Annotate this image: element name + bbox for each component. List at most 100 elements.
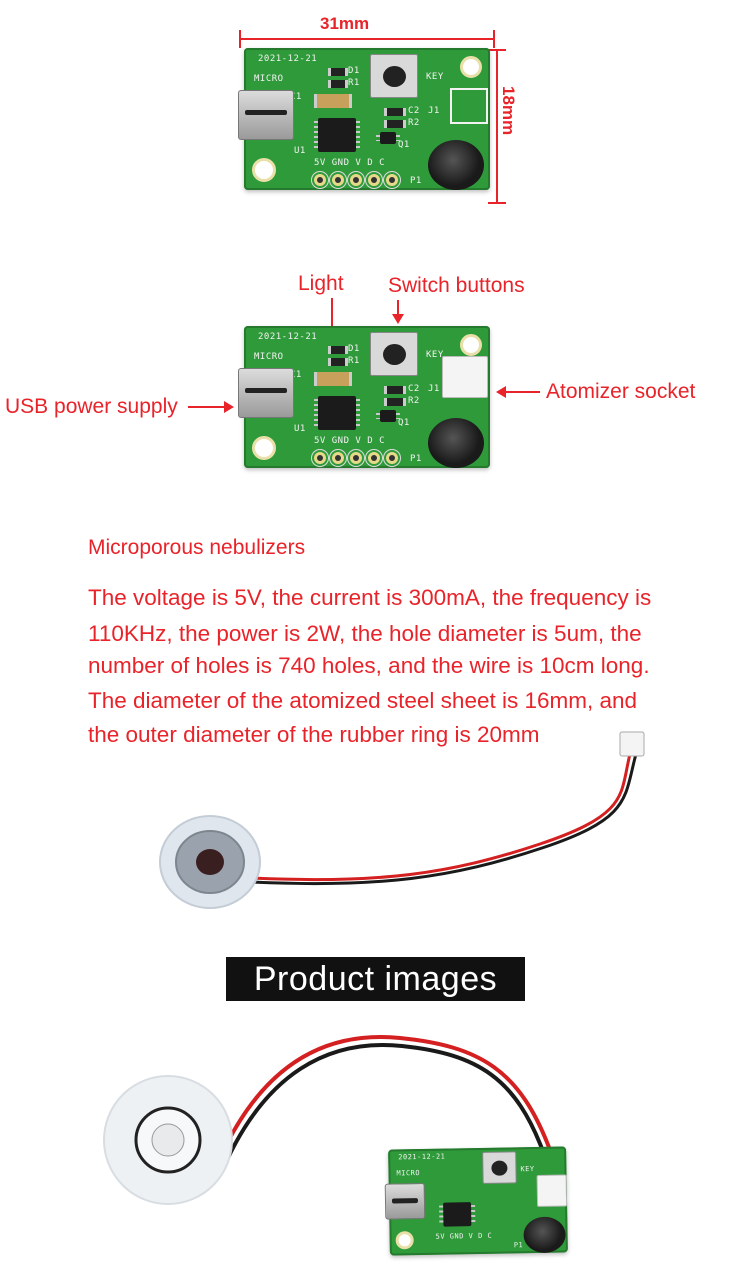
header-pad [312, 172, 328, 188]
board-micro-label: MICRO [396, 1169, 421, 1178]
board-pins-label: 5V GND V D C [314, 436, 386, 446]
dimension-width-label: 31mm [320, 14, 370, 33]
label-light: Light [298, 272, 344, 295]
product-photo-illustration [103, 1035, 552, 1205]
description-line: number of holes is 740 holes, and the wi… [88, 653, 650, 678]
board-c2-label: C2 [408, 106, 420, 116]
board-r1-label: R1 [348, 78, 360, 88]
description-line: the outer diameter of the rubber ring is… [88, 722, 540, 747]
led-component [328, 346, 348, 354]
label-atomizer-socket: Atomizer socket [546, 380, 696, 403]
label-usb-power-supply: USB power supply [5, 395, 178, 418]
board-p1-label: P1 [513, 1241, 524, 1250]
capacitor-component [384, 108, 406, 116]
atomizer-center [151, 1123, 185, 1157]
mounting-hole [252, 158, 276, 182]
board-r1-label: R1 [348, 356, 360, 366]
board-r2-label: R2 [408, 118, 420, 128]
board-q1-label: Q1 [398, 418, 410, 428]
board-key-label: KEY [426, 72, 444, 82]
atomizer-socket-outline [450, 88, 488, 124]
capacitor-component [314, 372, 352, 386]
header-pad [348, 450, 364, 466]
board-p1-label: P1 [410, 454, 422, 464]
board-pins-label: 5V GND V D C [435, 1231, 493, 1241]
board-micro-label: MICRO [254, 74, 284, 84]
header-pad [366, 172, 382, 188]
mounting-hole [460, 334, 482, 356]
ic-chip [443, 1202, 472, 1227]
capacitor-component [314, 94, 352, 108]
header-pad [348, 172, 364, 188]
board-d1-label: D1 [348, 344, 360, 354]
ic-chip [314, 118, 360, 152]
description-line: 110KHz, the power is 2W, the hole diamet… [88, 621, 642, 646]
board-j1-label: J1 [428, 384, 440, 394]
transistor-chip [376, 410, 400, 422]
wire-black [249, 753, 638, 886]
dimension-height-label: 18mm [499, 86, 518, 136]
arrow-atomizer-head [496, 386, 506, 398]
board-p1-label: P1 [410, 176, 422, 186]
arrow-atomizer [506, 391, 540, 393]
buzzer-component [428, 140, 484, 190]
board-c2-label: C2 [408, 384, 420, 394]
header-pad [312, 450, 328, 466]
mounting-hole [460, 56, 482, 78]
board-key-label: KEY [426, 350, 444, 360]
board-u1-label: U1 [294, 424, 306, 434]
board-key-label: KEY [520, 1165, 535, 1174]
arrow-usb [188, 406, 226, 408]
board-date: 2021-12-21 [258, 54, 318, 64]
board-date: 2021-12-21 [398, 1152, 446, 1162]
dimension-width-tick-left [239, 30, 241, 48]
tact-switch [370, 54, 418, 98]
board-j1-label: J1 [428, 106, 440, 116]
capacitor-component [384, 386, 406, 394]
tact-switch [482, 1151, 517, 1184]
description-line: The voltage is 5V, the current is 300mA,… [88, 585, 652, 610]
mounting-hole [395, 1231, 414, 1250]
description-title: Microporous nebulizers [88, 536, 306, 559]
wire-connector [619, 731, 645, 757]
transistor-chip [376, 132, 400, 144]
product-images-banner: Product images [226, 957, 525, 1001]
usb-port [384, 1182, 426, 1220]
ic-chip [314, 396, 360, 430]
header-pad [330, 172, 346, 188]
arrow-light [331, 298, 333, 330]
label-switch-buttons: Switch buttons [388, 274, 525, 297]
header-pad [384, 450, 400, 466]
dimension-height-line [496, 50, 498, 203]
resistor-component [328, 80, 348, 88]
wire-black [224, 1043, 546, 1163]
atomizer-socket-connector [536, 1174, 568, 1207]
resistor-component [384, 398, 406, 406]
wire-red [218, 1035, 552, 1159]
atomizer-socket-connector [442, 356, 488, 398]
board-c1-label: C1 [290, 92, 302, 102]
board-date: 2021-12-21 [258, 332, 318, 342]
arrow-switch-head [392, 314, 404, 324]
resistor-component [384, 120, 406, 128]
arrow-switch [397, 300, 399, 316]
arrow-usb-head [224, 401, 234, 413]
dimension-width-line [240, 38, 494, 40]
usb-port [238, 368, 294, 418]
board-u1-label: U1 [294, 146, 306, 156]
buzzer-component [523, 1216, 566, 1254]
board-micro-label: MICRO [254, 352, 284, 362]
board-r2-label: R2 [408, 396, 420, 406]
board-pins-label: 5V GND V D C [314, 158, 386, 168]
mounting-hole [252, 436, 276, 460]
dimension-width-tick-right [493, 30, 495, 48]
dimension-height-tick-bottom [488, 202, 506, 204]
atomizer-center [196, 849, 224, 875]
dimension-height-tick-top [488, 49, 506, 51]
board-d1-label: D1 [348, 66, 360, 76]
wire-red [249, 753, 632, 882]
tact-switch [370, 332, 418, 376]
resistor-component [328, 358, 348, 366]
pcb-board-top: 2021-12-21 MICRO KEY D1 R1 C1 J1 C2 R2 U… [238, 48, 490, 190]
header-pad [366, 450, 382, 466]
